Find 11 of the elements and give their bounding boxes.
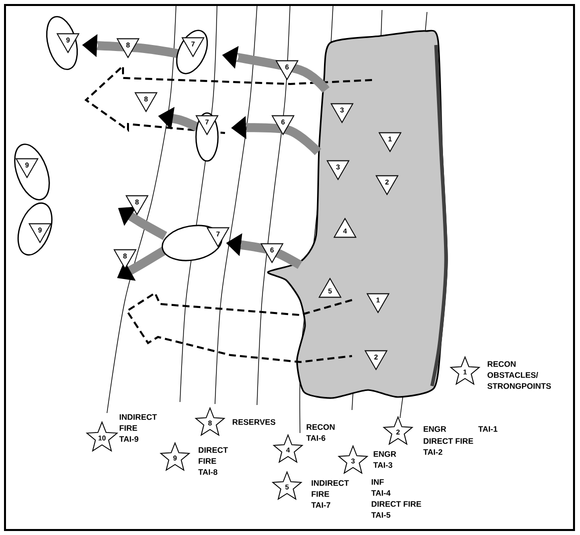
star-label: RESERVES (232, 419, 276, 425)
star-label: DIRECT FIRE TAI-8 (198, 447, 228, 475)
star-label: RECON OBSTACLES/ STRONGPOINTS (487, 361, 551, 389)
star-label: INDIRECT FIRE TAI-9 (119, 414, 157, 442)
star-label: DIRECT FIRE TAI-2 (423, 438, 474, 455)
star-label: INF TAI-4 DIRECT FIRE TAI-5 (371, 479, 422, 518)
star-label: ENGR (424, 426, 446, 432)
star-label: TAI-1 (478, 426, 498, 432)
star-label: ENGR TAI-3 (373, 451, 396, 468)
star-label: INDIRECT FIRE TAI-7 (311, 480, 349, 508)
star-label: RECON TAI-6 (306, 424, 335, 441)
